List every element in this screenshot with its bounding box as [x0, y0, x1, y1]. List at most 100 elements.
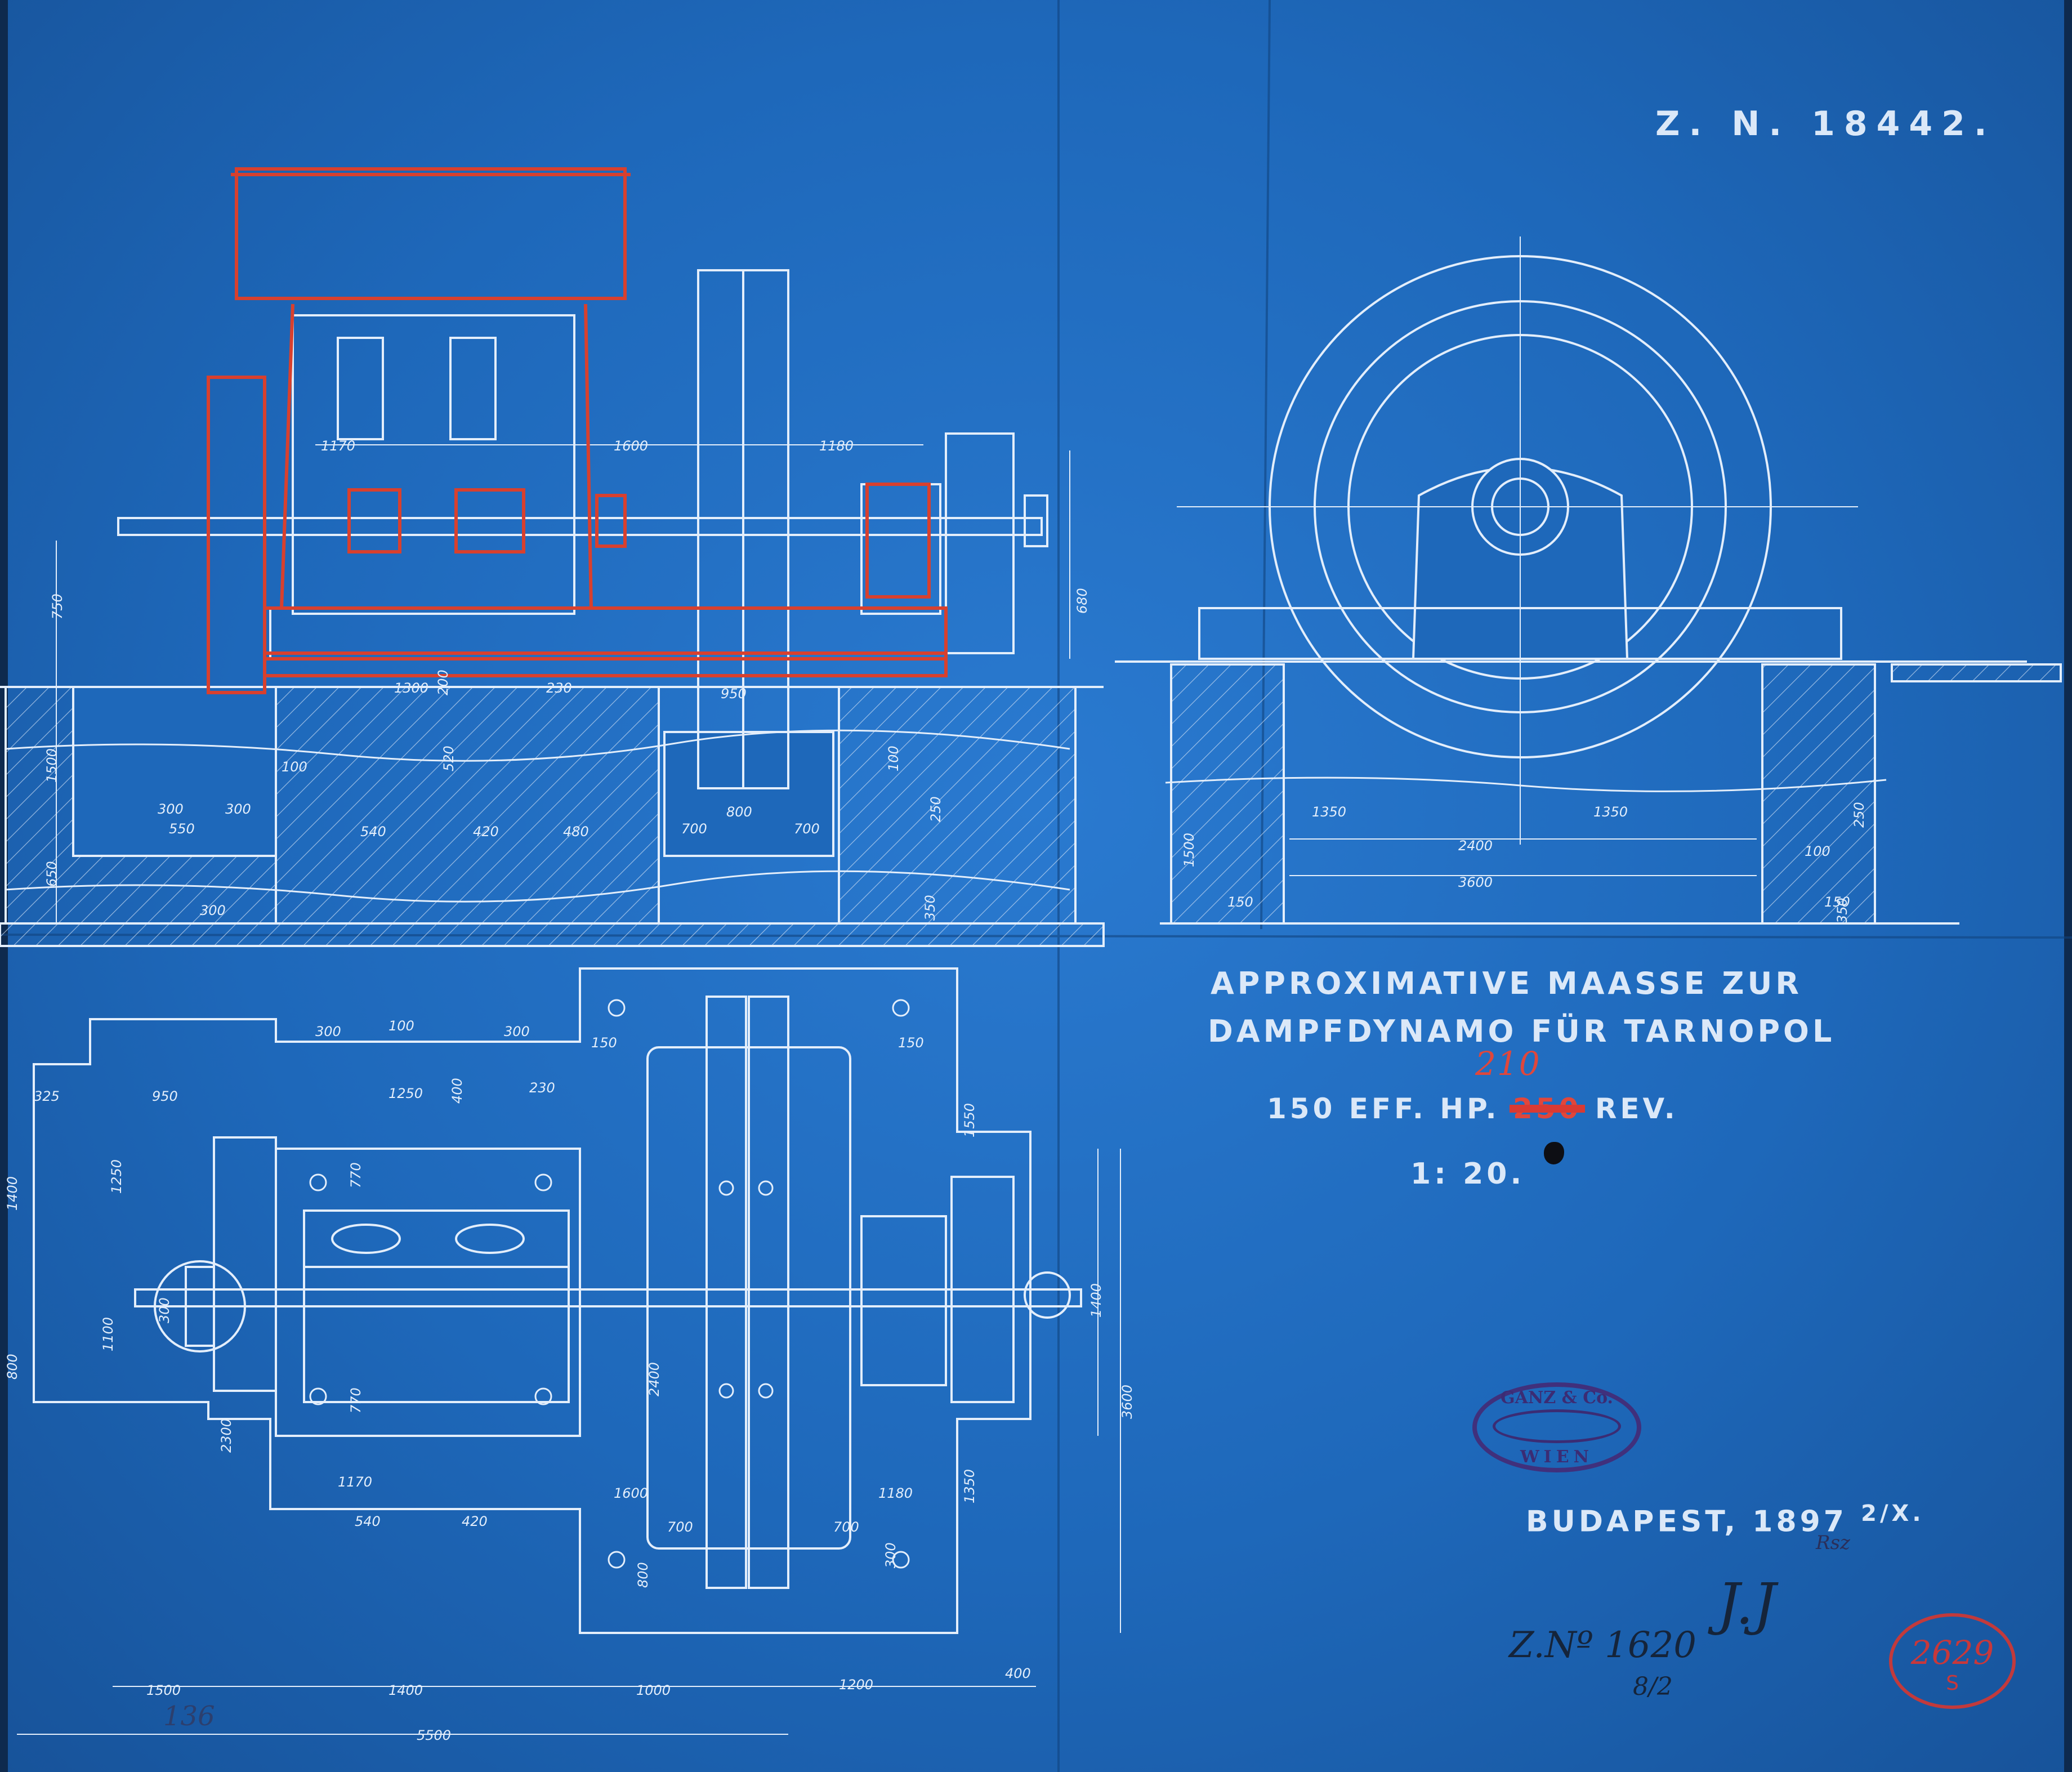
ganz-stamp-bottom: WIEN — [1520, 1447, 1593, 1467]
dimension-label: 1550 — [962, 1103, 977, 1137]
red-overlay — [207, 167, 948, 694]
dimension-label: 540 — [360, 824, 386, 840]
dimension-label: 650 — [44, 861, 60, 887]
dimension-label: 800 — [5, 1354, 20, 1380]
dimension-label: 100 — [282, 759, 307, 775]
register-sub-handwriting: 8/2 — [1633, 1672, 1673, 1701]
dimension-label: 1350 — [962, 1469, 977, 1503]
dimension-label: 300 — [157, 1297, 172, 1323]
dimension-label: 1170 — [321, 438, 355, 454]
dimension-label: 250 — [928, 796, 944, 822]
dimension-label: 2400 — [646, 1362, 662, 1396]
place-date: BUDAPEST, 1897 2/X. — [1526, 1501, 1924, 1538]
initials-handwriting: J.J — [1717, 1571, 1776, 1637]
dimension-label: 1180 — [878, 1485, 913, 1501]
dimension-label: 800 — [635, 1562, 651, 1588]
dimension-label: 420 — [462, 1514, 488, 1529]
spec-struck-rev: 250 — [1513, 1092, 1582, 1125]
right-edge — [2064, 0, 2072, 1772]
dimension-label: 950 — [152, 1088, 178, 1104]
dimension-label: 700 — [794, 821, 820, 837]
dimension-label: 770 — [348, 1162, 364, 1188]
dimension-label: 325 — [34, 1088, 60, 1104]
dimension-label: 680 — [1074, 588, 1090, 614]
dimension-label: 520 — [441, 746, 457, 771]
dimension-label: 800 — [726, 804, 752, 820]
scale-label: 1: 20. — [1410, 1157, 1525, 1191]
dimension-label: 1250 — [109, 1159, 124, 1194]
spec-suffix: REV. — [1595, 1092, 1678, 1125]
dimension-label: 1500 — [146, 1682, 181, 1698]
dimension-label: 350 — [1834, 898, 1850, 923]
pencil-margin-note: 136 — [163, 1700, 215, 1732]
dimension-label: 550 — [169, 821, 195, 837]
dimension-label: 230 — [546, 680, 572, 696]
ganz-stamp-inner — [1493, 1409, 1621, 1443]
dimension-label: 1600 — [614, 438, 648, 454]
dimension-label: 150 — [898, 1035, 924, 1051]
archive-stamp: 2629 S — [1889, 1613, 2016, 1709]
dimension-label: 1500 — [1181, 833, 1197, 867]
dimension-label: 300 — [315, 1024, 341, 1039]
side-view — [1115, 236, 2062, 925]
drawing-number: Z. N. 18442. — [1655, 104, 1996, 144]
plan-view — [17, 967, 1121, 1735]
dimension-label: 770 — [348, 1387, 364, 1413]
dimension-label: 1000 — [636, 1682, 671, 1698]
dimension-label: 700 — [833, 1519, 859, 1535]
left-edge — [0, 0, 8, 1772]
place-date-text: BUDAPEST, 1897 — [1526, 1505, 1847, 1539]
place-date-fraction: 2/X. — [1861, 1501, 1924, 1526]
dimension-label: 1200 — [839, 1677, 873, 1693]
ganz-stamp: GANZ & Co. WIEN — [1472, 1382, 1641, 1472]
dimension-label: 300 — [504, 1024, 530, 1039]
dimension-label: 300 — [883, 1542, 899, 1568]
dimension-label: 1100 — [100, 1317, 116, 1351]
dimension-label: 700 — [681, 821, 707, 837]
archive-number: 2629 — [1910, 1633, 1994, 1672]
dimension-label: 2300 — [218, 1418, 234, 1453]
ganz-stamp-top: GANZ & Co. — [1501, 1388, 1613, 1408]
dimension-label: 150 — [591, 1035, 617, 1051]
spec-prefix: 150 EFF. HP. — [1267, 1092, 1500, 1125]
dimension-label: 150 — [1227, 894, 1253, 910]
dimension-label: 100 — [886, 746, 901, 771]
dimension-label: 230 — [529, 1080, 555, 1096]
dimension-label: 150 — [1824, 894, 1850, 910]
title-line-1: APPROXIMATIVE MAASSE ZUR — [1211, 966, 1802, 1001]
dimension-label: 100 — [388, 1018, 414, 1034]
dimension-label: 1350 — [1593, 804, 1628, 820]
archive-sub: S — [1946, 1672, 1959, 1695]
dimension-label: 300 — [158, 801, 184, 817]
elevation-view — [0, 269, 1105, 947]
pencil-note: Rsz — [1816, 1532, 1850, 1554]
dimension-label: 1250 — [388, 1086, 423, 1101]
dimension-label: 1180 — [819, 438, 854, 454]
dimension-label: 950 — [721, 686, 747, 702]
spec-correction: 210 — [1475, 1045, 1541, 1083]
dimension-label: 1400 — [388, 1682, 423, 1698]
spec-line: 150 EFF. HP. 250 REV. — [1267, 1092, 1678, 1125]
register-handwriting: Z.Nº 1620 — [1509, 1624, 1696, 1666]
dimension-label: 1400 — [5, 1176, 20, 1211]
dimension-label: 1500 — [44, 748, 60, 783]
dimension-label: 1170 — [338, 1474, 372, 1490]
dimension-label: 100 — [1805, 843, 1830, 859]
title-line-2: DAMPFDYNAMO FÜR TARNOPOL — [1208, 1014, 1836, 1049]
dimension-label: 1300 — [394, 680, 428, 696]
dimension-label: 3600 — [1119, 1385, 1135, 1419]
bolt-holes — [309, 999, 910, 1569]
dimension-label: 3600 — [1458, 874, 1493, 890]
dimension-label: 420 — [473, 824, 499, 840]
dimension-label: 540 — [355, 1514, 381, 1529]
dimension-label: 350 — [922, 895, 938, 921]
dimension-label: 400 — [449, 1078, 465, 1104]
dimension-label: 1400 — [1088, 1283, 1104, 1318]
dimension-label: 300 — [225, 801, 251, 817]
dimension-label: 200 — [435, 669, 451, 695]
dimension-label: 480 — [563, 824, 589, 840]
dimension-label: 250 — [1851, 802, 1867, 828]
dimension-label: 1600 — [614, 1485, 648, 1501]
ink-blot — [1544, 1142, 1564, 1164]
